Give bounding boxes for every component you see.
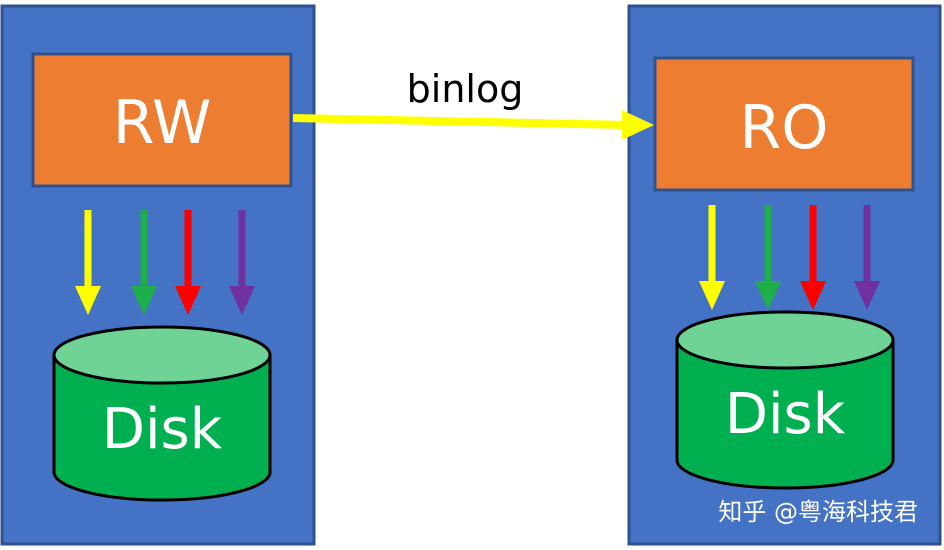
right-disk-label: Disk <box>725 382 846 447</box>
right-arrow-yellow <box>699 205 725 310</box>
right-arrow-red <box>800 205 826 310</box>
right-arrow-green <box>755 205 781 310</box>
rw-label: RW <box>113 88 212 158</box>
ro-instance-box <box>653 56 915 192</box>
left-arrow-purple <box>229 210 255 315</box>
right-arrow-purple <box>854 205 880 310</box>
left-arrow-red <box>175 210 201 315</box>
ro-label: RO <box>740 93 829 163</box>
rw-instance-box <box>31 52 293 188</box>
left-arrow-green <box>131 210 157 315</box>
left-disk-icon <box>52 325 272 502</box>
left-arrow-yellow <box>75 210 101 315</box>
binlog-label: binlog <box>407 67 524 111</box>
right-disk-icon <box>675 310 895 490</box>
left-disk-label: Disk <box>102 397 223 462</box>
left-write-arrows <box>75 210 255 315</box>
binlog-arrow <box>292 110 654 140</box>
right-write-arrows <box>699 205 880 310</box>
watermark-text: 知乎 @粤海科技君 <box>718 498 918 526</box>
